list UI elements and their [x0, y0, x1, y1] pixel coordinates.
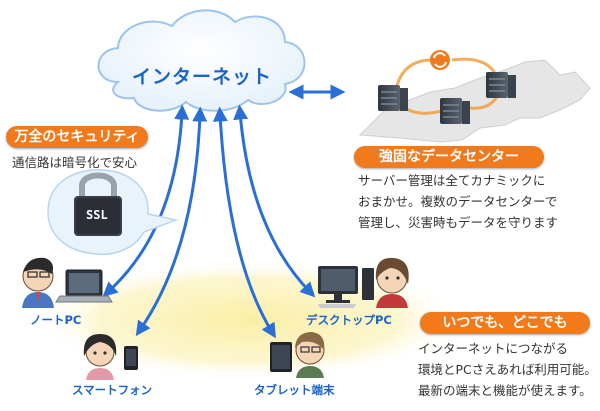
datacenter-badge: 強固なデータセンター	[354, 146, 544, 168]
tablet-label: タブレット端末	[254, 383, 335, 397]
tablet-icon	[270, 342, 292, 372]
server-rack-3	[440, 98, 470, 124]
desktop-pc-icon	[318, 266, 374, 308]
cloud-label: インターネット	[132, 66, 273, 88]
anywhere-line-2: 環境とPCさえあれば利用可能。	[418, 362, 597, 377]
smartphone-user-avatar	[83, 334, 117, 380]
sync-hub-icon	[430, 50, 450, 70]
ssl-lock-label: SSL	[86, 208, 108, 222]
notebook-pc-label: ノートPC	[30, 313, 82, 327]
desktop-user-avatar	[375, 257, 409, 308]
smartphone-label: スマートフォン	[72, 383, 153, 397]
padlock-icon	[74, 172, 122, 236]
tablet-user-avatar	[295, 332, 325, 378]
security-badge: 万全のセキュリティ	[6, 126, 148, 148]
notebook-pc-icon	[55, 269, 113, 303]
internet-cloud	[97, 9, 306, 112]
server-rack-2	[486, 72, 516, 98]
datacenter-line-2: おまかせ。複数のデータセンターで	[358, 194, 558, 209]
datacenter-description: サーバー管理は全てカナミックに おまかせ。複数のデータセンターで 管理し、災害時…	[358, 170, 558, 233]
anywhere-line-3: 最新の端末と機能が使えます。	[418, 383, 592, 398]
datacenter-line-3: 管理し、災害時もデータを守ります	[358, 215, 559, 230]
server-rack-1	[378, 85, 408, 111]
smartphone-icon	[124, 346, 138, 370]
anywhere-badge: いつでも、どこでも	[420, 312, 590, 334]
anywhere-line-1: インターネットにつながる	[418, 341, 569, 356]
japan-map-shape	[358, 59, 591, 143]
notebook-user-avatar	[22, 257, 54, 308]
anywhere-description: インターネットにつながる 環境とPCさえあれば利用可能。 最新の端末と機能が使え…	[418, 338, 597, 401]
datacenter-line-1: サーバー管理は全てカナミックに	[358, 173, 546, 188]
desktop-pc-label: デスクトップPC	[306, 313, 392, 327]
security-subtitle: 通信路は暗号化で安心	[12, 155, 138, 170]
